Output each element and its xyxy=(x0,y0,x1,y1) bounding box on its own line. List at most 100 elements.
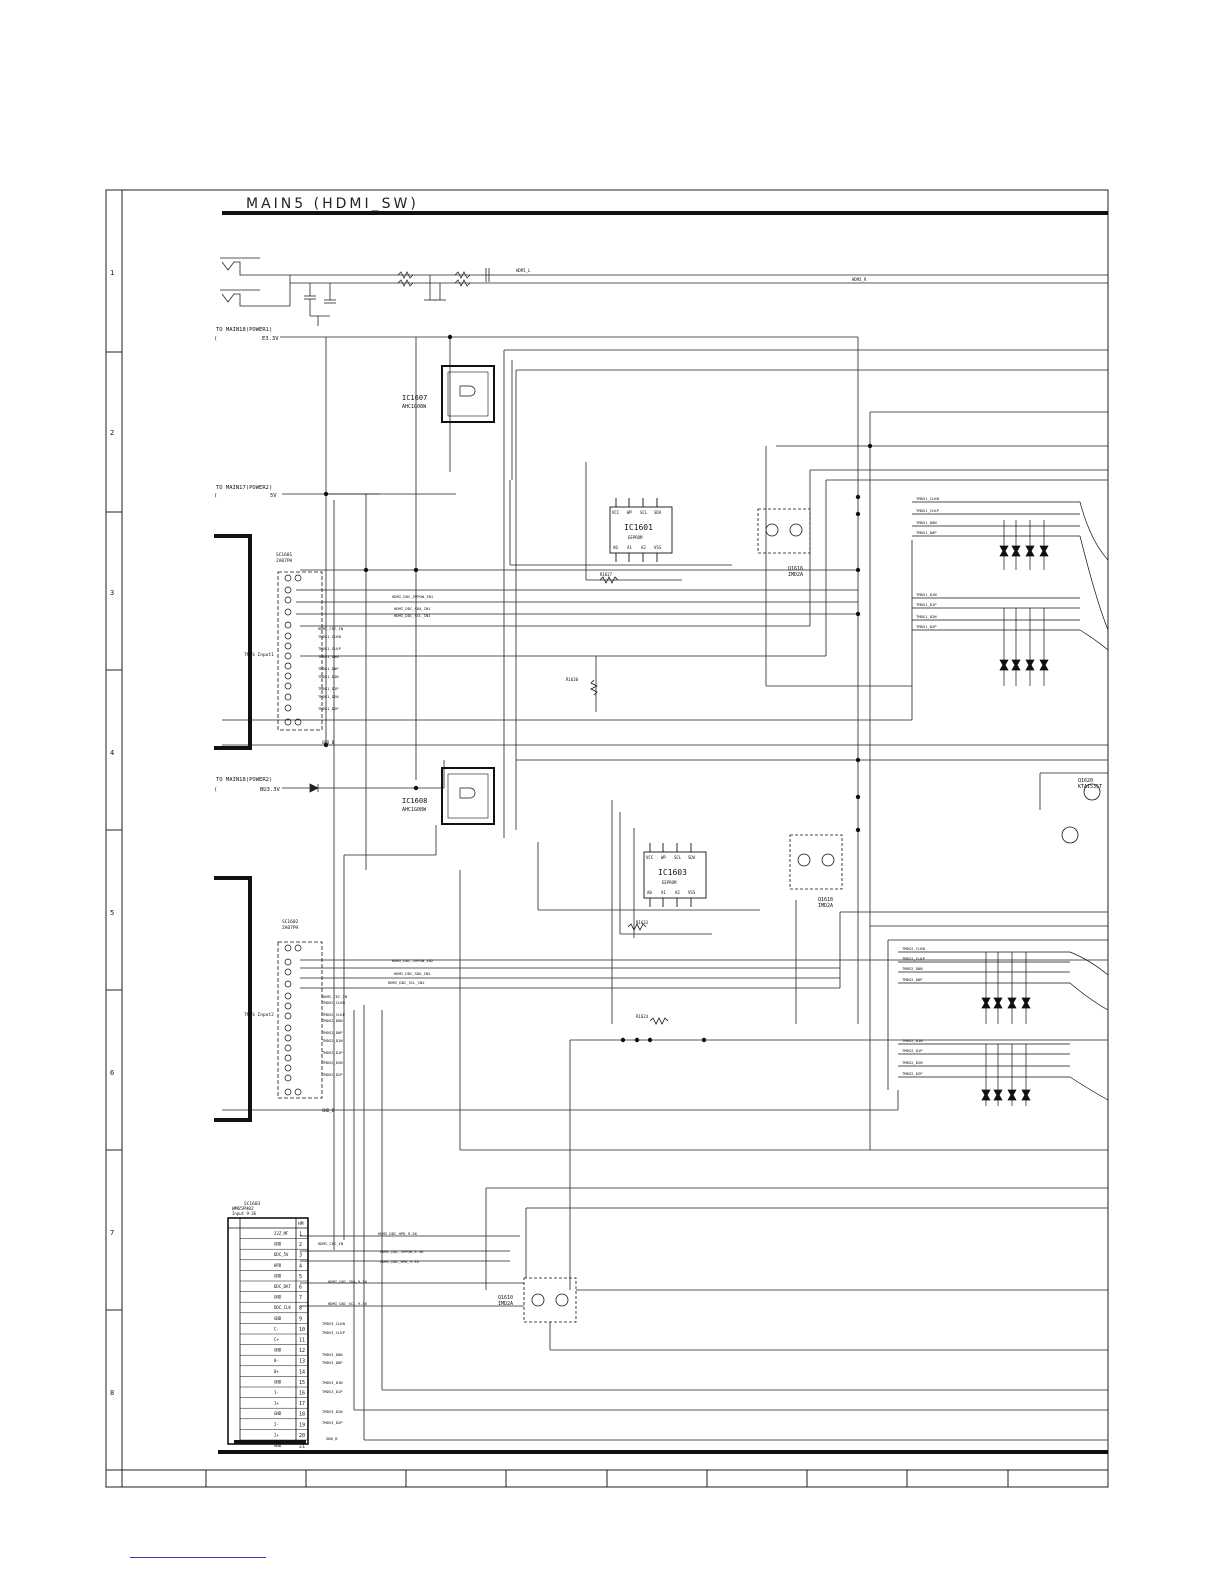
ic1603-pin: VSS xyxy=(688,890,696,895)
grid-row-label: 5 xyxy=(110,909,114,917)
ic1603-pin: A0 xyxy=(647,890,652,895)
hdmi1-gnd: GND_B xyxy=(322,740,335,745)
net-label: TMDS2_D1N xyxy=(322,1038,343,1043)
resistor-labels: R1627 R1624 R1633 R1620 xyxy=(566,572,649,1019)
grid-row-label: 8 xyxy=(110,1389,114,1397)
net-label-hdmi-l: HDMI_L xyxy=(516,268,531,273)
sc1603-pin-number: 11 xyxy=(299,1338,305,1344)
hdmi-input1: SC1601 2A07PH TMDS Input1 GND_B xyxy=(214,534,335,750)
ic1608-block xyxy=(441,767,495,825)
net-label: HDMI_DDC_HPD_9-36 xyxy=(378,1231,418,1236)
net-label: TMDS3_D0N xyxy=(322,1352,343,1357)
r1633-label: R1633 xyxy=(636,920,649,925)
grid-row-label: 7 xyxy=(110,1229,114,1237)
rail-e33: E3.3V xyxy=(262,336,279,342)
net-label: TMDS3_D1P xyxy=(322,1389,343,1394)
hdmi2-net-labels: HDMI_DDC_5VPOW_IN2 HDMI_DDC_SDA_IN2 HDMI… xyxy=(322,958,433,1077)
ic1601-block xyxy=(609,498,673,562)
net-label: HDMI_DDC_SCL_IN2 xyxy=(388,980,425,985)
ic1601-pin: SCL xyxy=(640,510,648,515)
net-label: TMDS1_D0N xyxy=(916,520,937,525)
sc1603-pin-number: 12 xyxy=(299,1348,305,1354)
ic1608-ref: IC1608 xyxy=(402,797,427,805)
page-title: MAIN5 (HDMI_SW) xyxy=(246,196,419,212)
net-label: TMDS3_D2N xyxy=(322,1409,343,1414)
net-label: TMDS1_D1N xyxy=(916,592,937,597)
sc1603-pin-name: HPD xyxy=(274,1263,282,1268)
sc1603-pin-name: GND xyxy=(274,1411,282,1416)
net-label: HDMI_DDC_5VPOW_IN2 xyxy=(392,958,433,963)
sc1603-pin-number: 5 xyxy=(299,1274,302,1280)
ic1608-labels: IC1608 AHC1G08W xyxy=(402,797,427,813)
power-labels: TO MAIN18(POWER1) E3.3V TO MAIN17(POWER2… xyxy=(214,327,281,793)
sc1603-pin-name: 0+ xyxy=(274,1369,279,1374)
hdmi-input2: SC1602 2A07PH TMDS Input2 GND_B xyxy=(214,876,335,1122)
net-label: TMDS1_D0P xyxy=(318,666,339,671)
net-label: TMDS1_D0N xyxy=(318,654,339,659)
sc1603-pin-number: 16 xyxy=(299,1391,305,1397)
net-label: TMDS2_D0N xyxy=(322,1018,343,1023)
sc1603-pin-number: 2 xyxy=(299,1242,302,1248)
esd-diode-arrays xyxy=(898,501,1109,1106)
net-label: TMDS1_CLKN xyxy=(318,634,342,639)
rail-5v: 5V xyxy=(270,493,277,499)
sc1601-ref: SC1601 xyxy=(276,552,293,558)
sc1603-pin-number: 17 xyxy=(299,1401,305,1407)
q1618-val: IMD2A xyxy=(818,903,833,909)
sc1603-ref: SC1603 xyxy=(244,1201,261,1207)
q1610-val: IMD2A xyxy=(498,1301,513,1307)
audio-section xyxy=(220,257,1108,326)
dest-power2b: TO MAIN18(POWER2) xyxy=(216,777,272,783)
hdmi2-section-label: TMDS Input2 xyxy=(244,1012,274,1018)
ic1603-pin: A2 xyxy=(675,890,680,895)
sc1603-gnd: GND_B xyxy=(326,1436,338,1441)
net-label: HDMI_DDC_5VPOW_IN1 xyxy=(392,594,434,599)
sc1603-sub: Input 9-36 xyxy=(232,1211,257,1216)
transistor-arrays xyxy=(523,508,1101,1323)
paren: ( xyxy=(214,493,217,499)
q1616-ref: Q1616 xyxy=(788,566,803,572)
net-label: TMDS2_D1P xyxy=(322,1050,343,1055)
sc1603-pin-name: GND xyxy=(274,1379,282,1384)
sc1603-val: WM65PH02 xyxy=(232,1206,254,1212)
rail-bu33: BU3.3V xyxy=(260,787,281,793)
net-label: TMDS1_D1P xyxy=(916,602,937,607)
ic1603-pin: SCL xyxy=(674,855,682,860)
sc1603-pin-number: 18 xyxy=(299,1412,305,1418)
net-label: TMDS2_D0P xyxy=(902,977,923,982)
sc1603-pin-number: 6 xyxy=(299,1285,302,1291)
net-label: TMDS3_D2P xyxy=(322,1420,343,1425)
sc1603-pin-number: 13 xyxy=(299,1359,305,1365)
sc1603-pin-name: DDC_5V xyxy=(274,1252,289,1257)
net-label: HDMI_DDC_SDA_9-36 xyxy=(328,1279,368,1284)
grid-row-label: 6 xyxy=(110,1069,114,1077)
q1620-ref: Q1620 xyxy=(1078,778,1093,784)
ic1608-val: AHC1G08W xyxy=(402,807,427,813)
sc1603-pin-name: GND xyxy=(274,1316,282,1321)
net-label: HDMI_DDC_SCL_IN1 xyxy=(394,613,431,618)
ic1601-pin: A0 xyxy=(613,545,618,550)
sc1601-val: 2A07PH xyxy=(276,558,293,564)
ic1601-val: EEPROM xyxy=(628,535,643,540)
hdmi1-section-label: TMDS Input1 xyxy=(244,652,274,658)
net-label: TMDS3_CLKN xyxy=(322,1321,346,1326)
sc1603-pin-name: C+ xyxy=(274,1337,279,1342)
net-label: TMDS1_D2P xyxy=(916,624,937,629)
sc1603-header: HM xyxy=(298,1221,304,1227)
bottom-bar xyxy=(218,1450,1108,1454)
ic1603-labels: IC1603 EEPROM VCC WP SCL SDA A0 A1 A2 VS… xyxy=(646,855,696,895)
net-label: TMDS2_CLKP xyxy=(322,1012,346,1017)
dest-power1: TO MAIN18(POWER1) xyxy=(216,327,272,333)
q1610-ref: Q1610 xyxy=(498,1295,513,1301)
net-label: TMDS1_D2P xyxy=(318,706,339,711)
sc1603-pin-number: 7 xyxy=(299,1295,302,1301)
net-label: TMDS1_CLKN xyxy=(916,496,940,501)
net-label: TMDS3_D0P xyxy=(322,1360,343,1365)
sc1603-pin-number: 3 xyxy=(299,1253,302,1259)
net-label: TMDS2_D2N xyxy=(322,1060,343,1065)
q1616-val: IMD2A xyxy=(788,572,803,578)
resistors xyxy=(590,576,669,1025)
sc1602-val: 2A07PH xyxy=(282,925,299,931)
